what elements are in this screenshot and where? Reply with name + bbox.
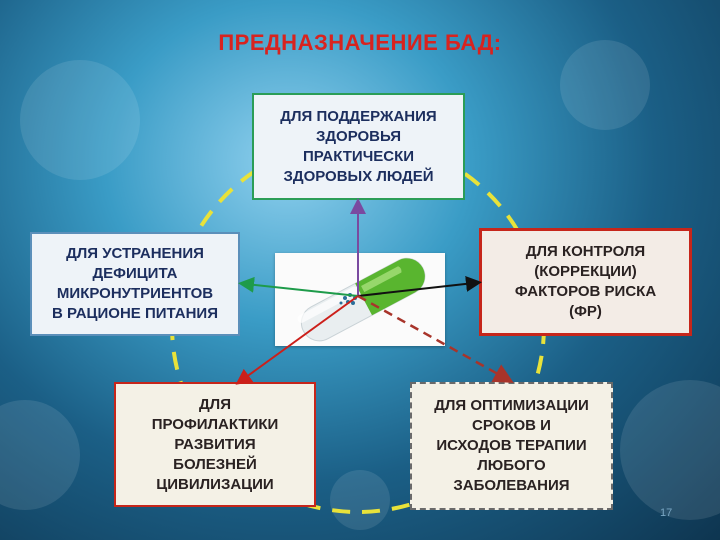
box-line: ПРАКТИЧЕСКИ — [302, 147, 415, 165]
box-line: ДЛЯ КОНТРОЛЯ — [525, 243, 646, 260]
box-line: ПРОФИЛАКТИКИ — [151, 415, 279, 433]
box-risk-control: ДЛЯ КОНТРОЛЯ (КОРРЕКЦИИ) ФАКТОРОВ РИСКА … — [479, 228, 692, 336]
box-line: МИКРОНУТРИЕНТОВ — [56, 285, 214, 302]
box-line: ДЛЯ УСТРАНЕНИЯ — [66, 245, 204, 262]
capsule-image — [275, 253, 445, 346]
box-line: (КОРРЕКЦИИ) — [534, 263, 637, 280]
box-line: ЦИВИЛИЗАЦИИ — [156, 475, 274, 493]
box-line: В РАЦИОНЕ ПИТАНИЯ — [52, 305, 218, 322]
box-line: (ФР) — [569, 303, 602, 320]
box-line: ЗДОРОВЬЯ — [315, 127, 402, 145]
box-line: БОЛЕЗНЕЙ — [173, 455, 257, 473]
page-number: 17 — [660, 507, 673, 519]
box-line: ДЕФИЦИТА — [92, 265, 178, 282]
page-title: ПРЕДНАЗНАЧЕНИЕ БАД: — [218, 30, 502, 55]
box-line: СРОКОВ И — [472, 417, 551, 434]
box-line: ДЛЯ ПОДДЕРЖАНИЯ — [280, 107, 437, 125]
box-support-health: ДЛЯ ПОДДЕРЖАНИЯ ЗДОРОВЬЯ ПРАКТИЧЕСКИ ЗДО… — [252, 93, 465, 200]
box-line: ФАКТОРОВ РИСКА — [514, 283, 657, 300]
box-line: ДЛЯ — [198, 395, 231, 413]
box-line: ЛЮБОГО — [477, 457, 546, 474]
box-line: ИСХОДОВ ТЕРАПИИ — [436, 437, 587, 454]
capsule-icon — [297, 257, 426, 342]
box-therapy-optimization: ДЛЯ ОПТИМИЗАЦИИ СРОКОВ И ИСХОДОВ ТЕРАПИИ… — [410, 382, 613, 510]
box-disease-prevention: ДЛЯ ПРОФИЛАКТИКИ РАЗВИТИЯ БОЛЕЗНЕЙ ЦИВИЛ… — [114, 382, 316, 507]
box-line: РАЗВИТИЯ — [174, 435, 256, 453]
box-eliminate-deficiency: ДЛЯ УСТРАНЕНИЯ ДЕФИЦИТА МИКРОНУТРИЕНТОВ … — [30, 232, 240, 336]
box-line: ЗДОРОВЫХ ЛЮДЕЙ — [283, 167, 434, 185]
box-line: ДЛЯ ОПТИМИЗАЦИИ — [434, 397, 589, 414]
box-line: ЗАБОЛЕВАНИЯ — [453, 477, 570, 494]
